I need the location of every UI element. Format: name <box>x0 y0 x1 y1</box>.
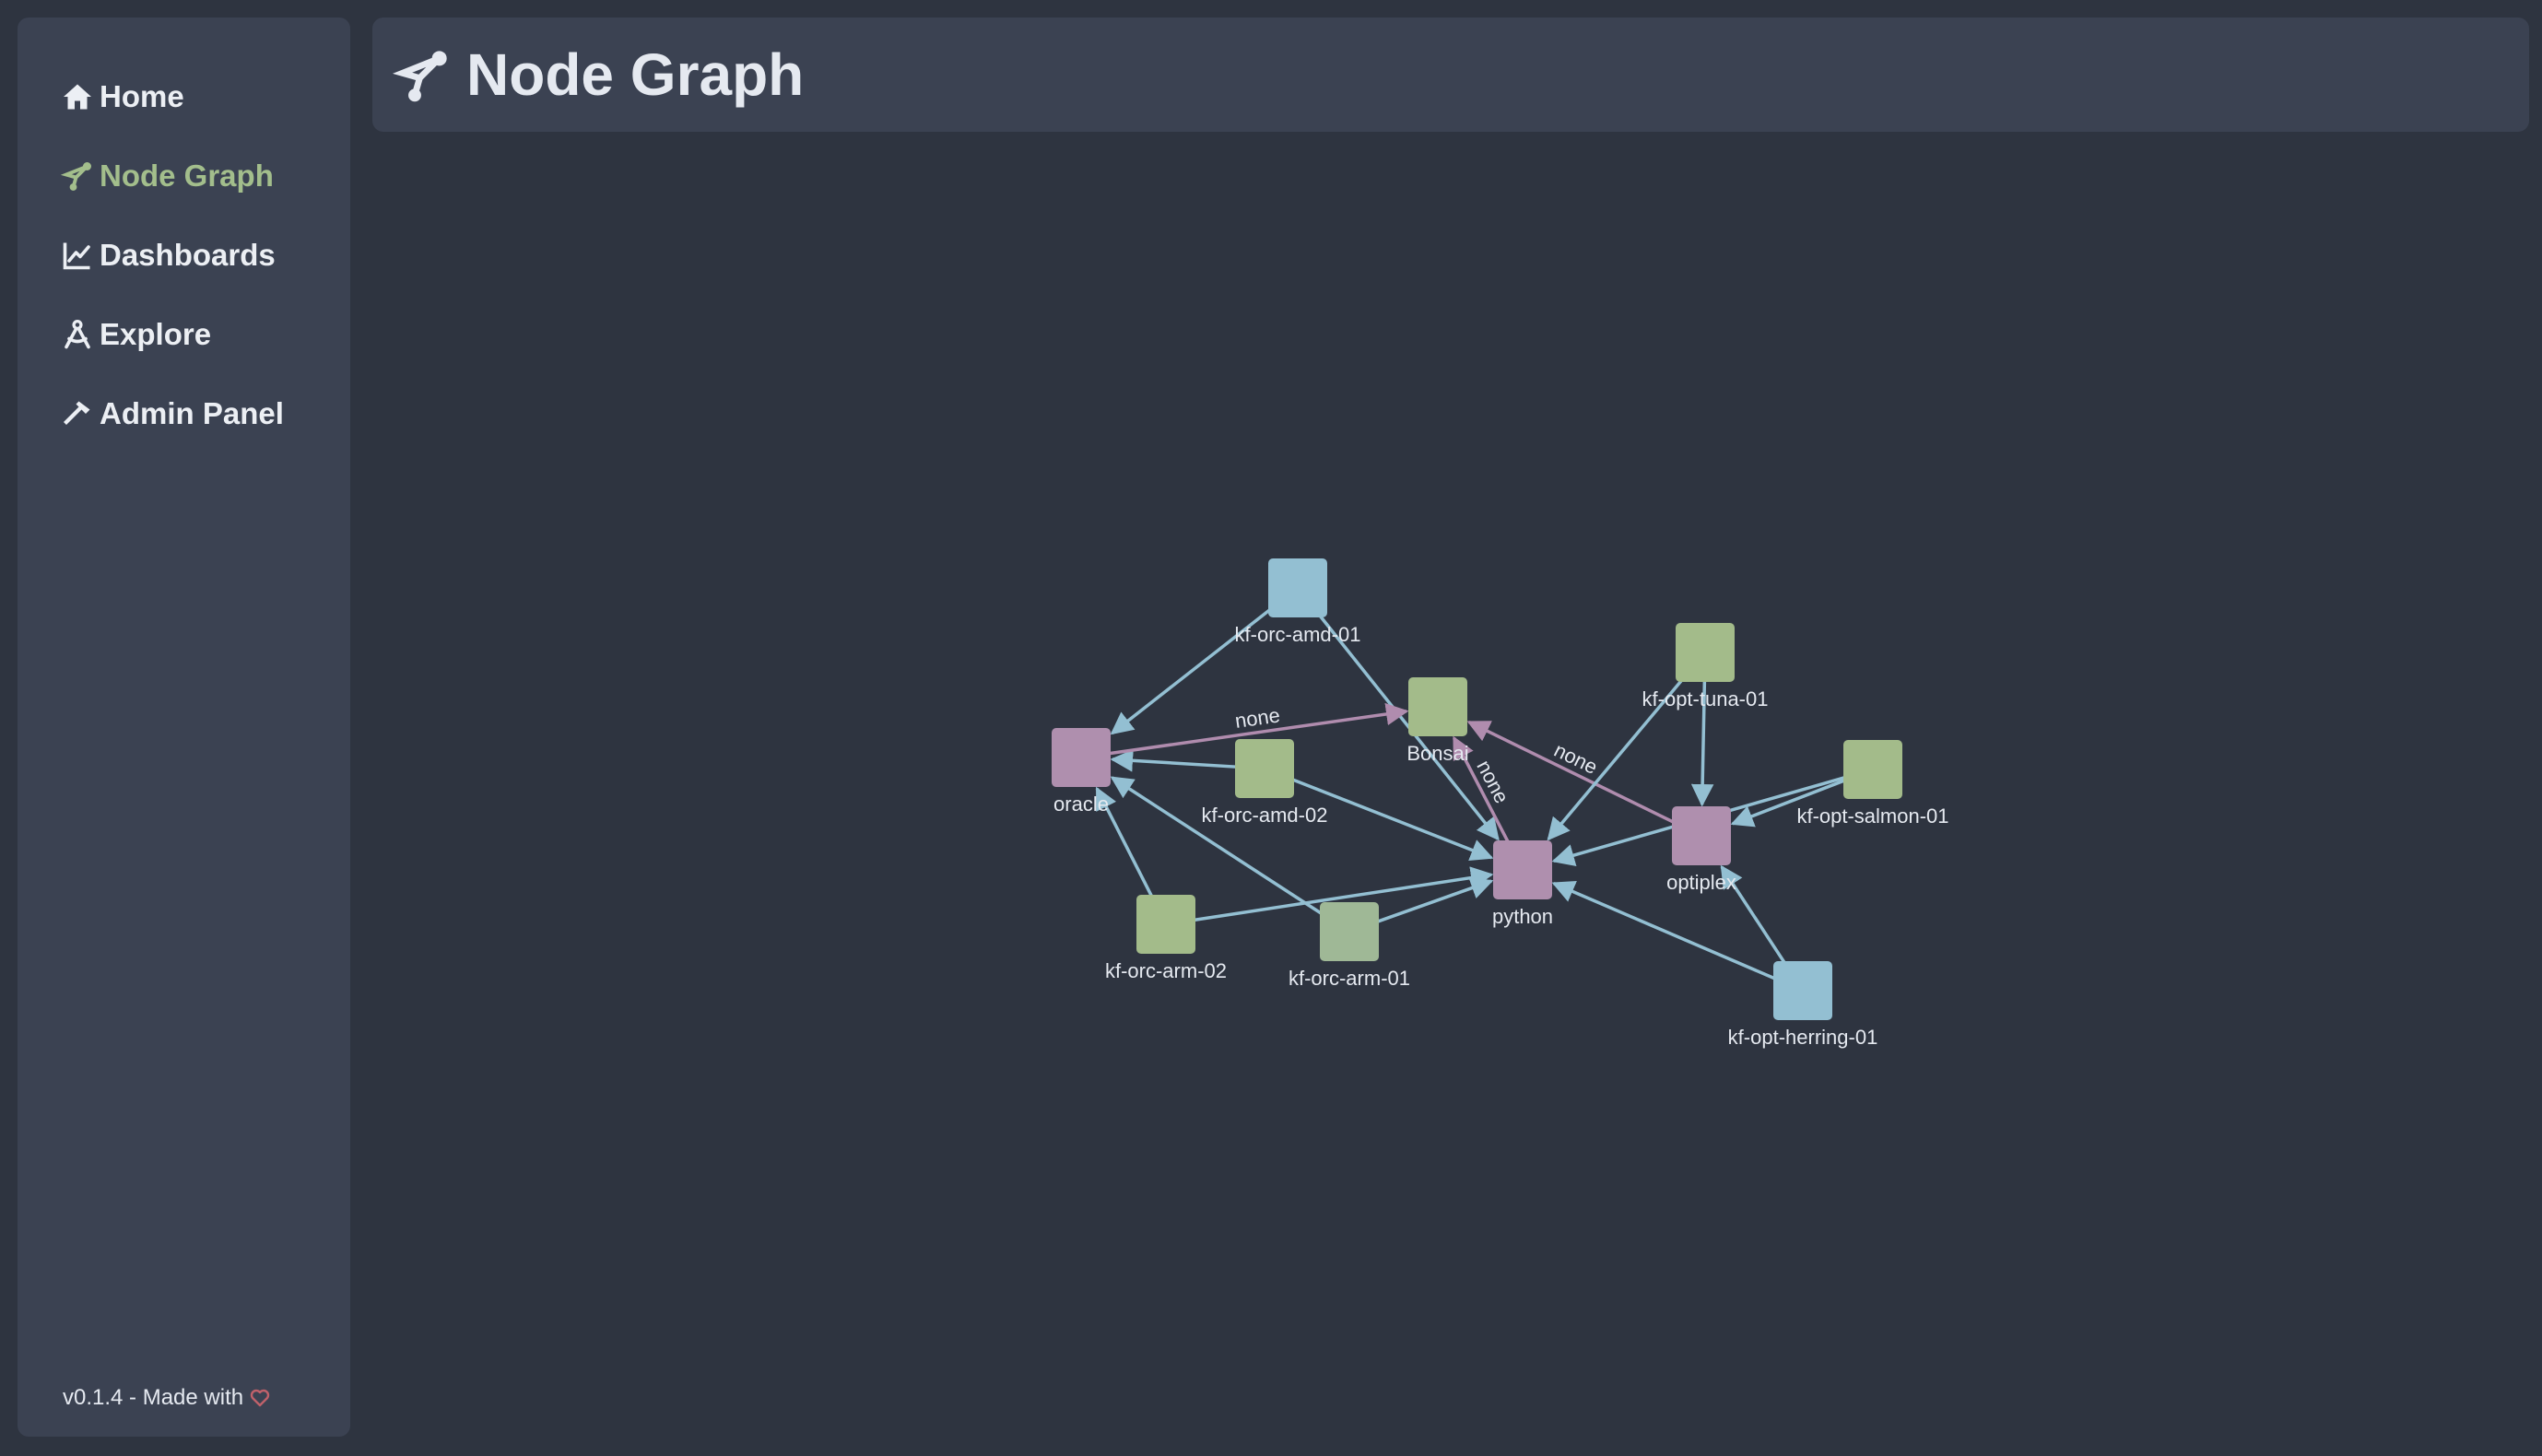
graph-node-oracle[interactable] <box>1052 728 1111 787</box>
sidebar-item-label: Home <box>100 79 184 113</box>
graph-edge <box>1289 777 1494 862</box>
graph-node-kf-orc-arm-02[interactable] <box>1136 895 1195 954</box>
graph-edge <box>1110 749 1240 772</box>
graph-edge <box>1690 677 1714 807</box>
sidebar-footer: v0.1.4 - Made with <box>63 1385 271 1411</box>
graph-edge <box>1374 876 1494 924</box>
node-label: kf-orc-arm-02 <box>1105 959 1227 982</box>
graph-node-kf-orc-arm-01[interactable] <box>1320 902 1379 961</box>
node-label: kf-orc-amd-01 <box>1235 623 1361 646</box>
graph-node-kf-opt-tuna-01[interactable] <box>1676 623 1735 682</box>
node-label: python <box>1492 905 1553 928</box>
sidebar: Home Node Graph Dashboards Explore Admin… <box>18 18 350 1437</box>
graph-node-python[interactable] <box>1493 840 1552 899</box>
hammer-icon <box>64 401 90 425</box>
graph-node-optiplex[interactable] <box>1672 806 1731 865</box>
node-label: kf-opt-salmon-01 <box>1796 804 1948 828</box>
node-label: kf-orc-amd-02 <box>1202 804 1328 827</box>
sidebar-item-admin-panel[interactable]: Admin Panel <box>61 386 284 441</box>
sidebar-item-label: Node Graph <box>100 159 274 193</box>
graph-edge <box>1110 607 1273 735</box>
node-label: kf-orc-arm-01 <box>1289 967 1410 990</box>
sidebar-item-dashboards[interactable]: Dashboards <box>61 228 276 283</box>
node-label: oracle <box>1053 793 1109 816</box>
node-label: kf-opt-herring-01 <box>1728 1026 1878 1049</box>
graph-edge <box>1095 786 1155 899</box>
home-icon <box>64 84 91 110</box>
graph-edge <box>1191 866 1494 922</box>
page-header: Node Graph <box>372 18 2529 132</box>
graph-edge <box>1720 864 1787 966</box>
sidebar-item-label: Dashboards <box>100 238 276 272</box>
graph-edge <box>1453 735 1511 845</box>
node-label: Bonsai <box>1406 742 1468 765</box>
page-title: Node Graph <box>466 41 805 108</box>
graph-edge <box>1106 702 1409 756</box>
sidebar-item-label: Explore <box>100 317 212 351</box>
graph-node-kf-orc-amd-01[interactable] <box>1268 558 1327 617</box>
graph-edge <box>1466 720 1677 825</box>
sidebar-item-label: Admin Panel <box>100 396 284 430</box>
graph-node-bonsai[interactable] <box>1408 677 1467 736</box>
graph-edge <box>1730 778 1848 828</box>
version-text: v0.1.4 - Made with <box>63 1385 244 1410</box>
graph-node-kf-opt-salmon-01[interactable] <box>1843 740 1902 799</box>
edge-label: none <box>1233 703 1281 733</box>
graph-edge <box>1110 776 1324 916</box>
sidebar-item-node-graph[interactable]: Node Graph <box>61 148 274 204</box>
node-label: kf-opt-tuna-01 <box>1642 687 1769 710</box>
sidebar-item-explore[interactable]: Explore <box>61 307 211 362</box>
node-label: optiplex <box>1666 871 1736 894</box>
graph-edge <box>1547 677 1685 841</box>
graph-node-kf-opt-herring-01[interactable] <box>1773 961 1832 1020</box>
node-graph-icon <box>61 162 91 191</box>
graph-node-kf-orc-amd-02[interactable] <box>1235 739 1294 798</box>
heart-icon <box>250 1389 270 1407</box>
compass-drafting-icon <box>65 319 90 349</box>
sidebar-item-home[interactable]: Home <box>61 69 184 124</box>
graph-edge <box>1551 881 1778 981</box>
node-graph-icon <box>393 51 447 102</box>
chart-line-icon <box>63 242 90 270</box>
